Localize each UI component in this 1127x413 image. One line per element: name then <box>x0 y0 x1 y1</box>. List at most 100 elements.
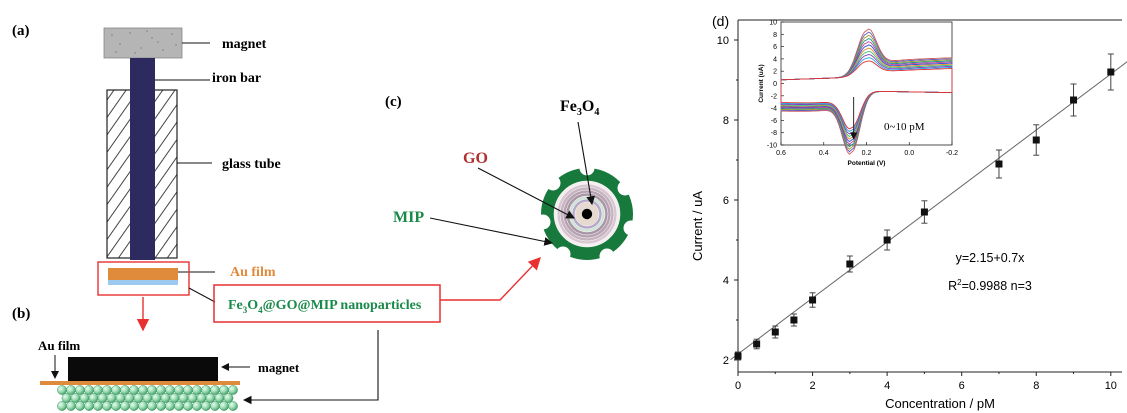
data-point <box>920 208 928 216</box>
y-tick-label: 8 <box>723 115 729 127</box>
nanoparticle-bead <box>70 393 81 403</box>
panel-label-a: (a) <box>12 23 30 39</box>
data-point <box>790 316 798 324</box>
inset-y-tick-label: -4 <box>771 106 777 113</box>
detail-magnet-block <box>68 357 218 381</box>
data-point <box>1107 68 1115 76</box>
nanoparticle-bead <box>93 401 103 411</box>
data-point <box>734 352 742 360</box>
nanoparticle-beads <box>57 385 238 411</box>
nanoparticle-bead <box>138 385 148 395</box>
inset-x-tick-label: 0.6 <box>776 150 786 157</box>
imprint-cavity <box>555 246 571 262</box>
magnet-block <box>103 27 183 59</box>
nanoparticle-bead <box>210 401 220 411</box>
au-film-label: Au film <box>230 265 276 280</box>
nanoparticle-bead <box>84 401 94 411</box>
nanoparticle-bead <box>88 393 99 403</box>
nanoparticle-bead <box>102 401 112 411</box>
data-point <box>1070 96 1078 104</box>
inset-x-tick-label: 0.4 <box>819 150 829 157</box>
au-film-layer <box>108 268 178 280</box>
nanoparticle-bead <box>66 385 76 395</box>
nanoparticle-bead <box>228 385 238 395</box>
data-point <box>771 328 779 336</box>
inset-y-tick-label: 6 <box>773 44 777 51</box>
data-point <box>809 296 817 304</box>
nanoparticle-label: Fe3O4@GO@MIP nanoparticles <box>228 298 422 315</box>
data-point <box>753 340 761 348</box>
fit-equation: y=2.15+0.7x <box>956 251 1026 265</box>
imprint-cavity <box>599 248 615 264</box>
nanoparticle-bead <box>57 401 67 411</box>
nanoparticle-bead <box>151 393 162 403</box>
nanoparticle-bead <box>129 401 139 411</box>
nanoparticle-bead <box>183 385 193 395</box>
nanoparticle-bead <box>102 385 112 395</box>
nanoparticle-bead <box>147 385 157 395</box>
panel-label-d: (d) <box>712 13 729 29</box>
x-tick-label: 0 <box>735 380 741 392</box>
core-shell-particle <box>535 160 639 264</box>
iron-bar-label: iron bar <box>212 71 261 86</box>
nanoparticle-leader <box>188 287 216 303</box>
nanoparticle-bead <box>133 393 144 403</box>
nanoparticle-bead <box>174 401 184 411</box>
inset-y-tick-label: 4 <box>773 56 777 63</box>
fe3o4-label: Fe3O4 <box>560 98 599 118</box>
imprint-cavity <box>623 220 639 236</box>
nanoparticle-bead <box>178 393 189 403</box>
y-axis-label: Current / uA <box>690 191 705 261</box>
iron-bar <box>130 58 155 260</box>
x-tick-label: 4 <box>884 380 890 392</box>
nanoparticle-bead <box>223 393 234 403</box>
detail-magnet-label: magnet <box>258 360 300 375</box>
data-point <box>883 236 891 244</box>
inset-x-axis-label: Potential (V) <box>848 160 886 167</box>
x-tick-label: 6 <box>959 380 965 392</box>
inset-x-tick-label: 0.0 <box>904 150 914 157</box>
black-connector-arrow <box>242 330 379 405</box>
cv-curve <box>780 60 953 130</box>
nanoparticle-bead <box>106 393 117 403</box>
nanoparticle-bead <box>174 385 184 395</box>
imprint-cavity <box>535 214 551 230</box>
nanoparticle-bead <box>201 401 211 411</box>
inset-y-tick-label: 2 <box>773 69 777 76</box>
fe3o4-core <box>581 208 593 220</box>
imprint-cavity <box>617 180 633 196</box>
panel-label-c: (c) <box>385 94 402 110</box>
imprint-cavity <box>545 175 561 191</box>
inset-y-axis-label: Current (uA) <box>758 64 765 102</box>
nanoparticle-bead <box>187 393 198 403</box>
nanoparticle-bead <box>214 393 225 403</box>
go-arrow <box>477 167 575 219</box>
inset-y-tick-label: 8 <box>773 32 777 39</box>
x-axis-label: Concentration / pM <box>885 396 995 411</box>
y-tick-label: 6 <box>723 195 729 207</box>
imprint-cavity <box>579 160 595 176</box>
data-point <box>1032 136 1040 144</box>
nanoparticle-bead <box>147 401 157 411</box>
nanoparticle-bead <box>138 401 148 411</box>
inset-y-tick-label: -10 <box>767 143 777 150</box>
inset-x-tick-label: 0.2 <box>862 150 872 157</box>
nanoparticle-bead <box>120 401 130 411</box>
x-tick-label: 10 <box>1105 380 1117 392</box>
nanoparticle-bead <box>66 401 76 411</box>
data-point <box>995 160 1003 168</box>
magnet-texture <box>111 30 177 54</box>
nanoparticle-bead <box>156 401 166 411</box>
inset-annotation: 0~10 pM <box>884 121 925 133</box>
fit-line <box>730 61 1127 360</box>
nanoparticle-bead <box>84 385 94 395</box>
nanoparticle-bead <box>97 393 108 403</box>
mip-label: MIP <box>393 209 424 226</box>
y-tick-label: 4 <box>723 275 729 287</box>
nanoparticle-bead <box>196 393 207 403</box>
nanoparticle-bead <box>111 385 121 395</box>
inset-x-tick-label: -0.2 <box>946 150 958 157</box>
nanoparticle-bead <box>93 385 103 395</box>
